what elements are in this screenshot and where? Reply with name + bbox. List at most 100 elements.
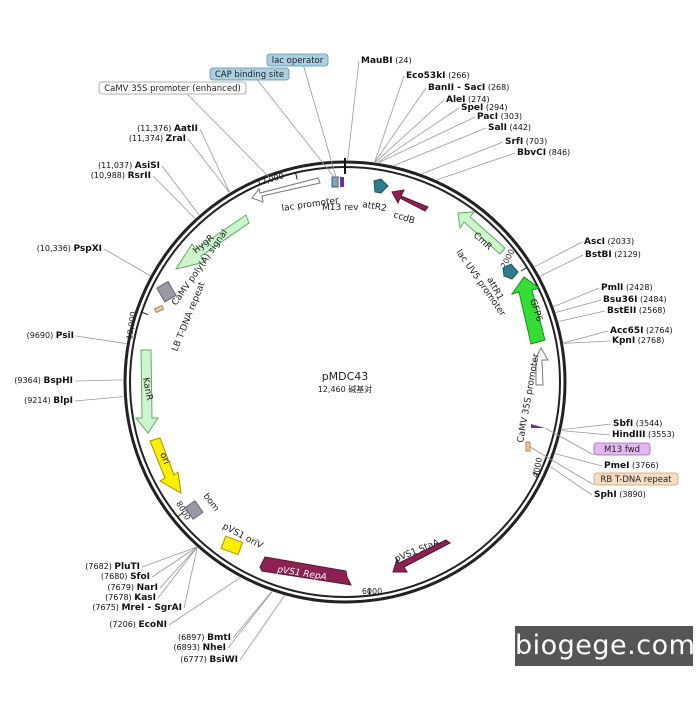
site-leader	[103, 248, 151, 276]
site-leader	[377, 107, 460, 163]
ruler-tick	[368, 588, 371, 596]
feature-callout-label: RB T-DNA repeat	[600, 475, 672, 485]
pvs1-staa-arrow	[392, 539, 451, 573]
site-label: (7675) MreI - SgrAI	[92, 603, 182, 613]
gfp-arrow	[510, 276, 546, 345]
feature-gfp: GFP6	[510, 276, 546, 345]
site-name: Bsu36I	[603, 295, 638, 305]
m13-rev-label: M13 rev	[322, 203, 359, 213]
site-leader	[561, 423, 612, 431]
feature-m13-fwd	[525, 424, 545, 452]
site-leader	[168, 577, 241, 626]
lb-tdna-mark	[153, 304, 165, 314]
site-label: (10,336) PspXI	[37, 244, 102, 254]
site-position: (3766)	[629, 461, 658, 470]
site-position: (7679)	[107, 583, 136, 592]
site-label: PmlI (2428)	[601, 283, 653, 293]
site-label: (11,376) AatII	[137, 124, 198, 134]
site-position: (9214)	[24, 396, 53, 405]
site-position: (7680)	[101, 572, 130, 581]
site-position: (11,374)	[129, 134, 166, 143]
site-leader	[232, 591, 273, 639]
site-label: MauBI (24)	[361, 56, 412, 66]
site-position: (3553)	[646, 430, 675, 439]
site-leader	[378, 116, 476, 163]
site-label: AleI (274)	[446, 95, 490, 105]
ccdb-label: ccdB	[392, 210, 416, 226]
feature-pvs1-staa: pVS1 StaA	[392, 538, 451, 573]
feature-cmr: CmR	[457, 211, 506, 255]
site-name: BbvCI	[517, 148, 546, 158]
site-position: (2764)	[644, 326, 673, 335]
camv35s-promoter-label: CaMV 35S promoter	[516, 352, 542, 443]
site-name: MreI - SgrAI	[121, 603, 182, 613]
site-leader	[199, 128, 230, 193]
plasmid-size: 12,460 碱基对	[318, 384, 373, 394]
site-position: (7682)	[85, 562, 114, 571]
ori-arrow	[149, 437, 182, 494]
site-position: (2484)	[638, 295, 667, 304]
site-label: BstEII (2568)	[607, 306, 666, 316]
site-position: (846)	[546, 148, 570, 157]
site-position: (2568)	[636, 306, 665, 315]
site-name: SfoI	[130, 572, 150, 582]
site-position: (24)	[393, 56, 412, 65]
site-position: (6777)	[180, 655, 209, 664]
bom-label: bom	[201, 492, 221, 514]
site-label: AscI (2033)	[584, 237, 634, 247]
site-leader	[374, 87, 427, 163]
watermark: biogege.com	[515, 626, 695, 666]
site-leader	[534, 241, 583, 268]
site-position: (11,037)	[98, 161, 135, 170]
site-leader	[183, 547, 198, 609]
feature-bom: bom	[184, 492, 221, 520]
feature-callout-box	[266, 53, 329, 67]
site-label: (10,988) RsrII	[91, 171, 151, 181]
ruler-tick-label: 10,000	[125, 311, 138, 340]
site-leader	[555, 299, 602, 313]
site-leader	[550, 466, 593, 496]
cmr-label: CmR	[471, 231, 494, 253]
site-name: AatII	[174, 124, 198, 134]
site-label: (6897) BmtI	[178, 633, 231, 643]
feature-callout-box	[593, 472, 679, 486]
site-leader	[347, 60, 360, 161]
feature-callout-leader	[186, 93, 271, 179]
ruler-tick	[520, 266, 528, 272]
site-position: (442)	[507, 123, 531, 132]
rb-tdna-mark	[525, 441, 531, 452]
site-leader	[74, 396, 124, 402]
site-leader	[157, 547, 198, 599]
site-position: (9690)	[27, 331, 56, 340]
site-name: Acc65I	[610, 326, 644, 336]
site-name: MauBI	[361, 56, 393, 66]
feature-attr2: attR2	[361, 178, 389, 214]
ruler-tick	[532, 471, 540, 476]
site-label: (7206) EcoNI	[109, 620, 167, 630]
site-label: PacI (303)	[477, 112, 522, 122]
site-position: (303)	[498, 112, 522, 121]
site-name: BsiWI	[209, 655, 238, 665]
site-label: (6777) BsiWI	[180, 655, 238, 665]
m13-fwd-mark	[531, 424, 545, 428]
site-label: (6893) NheI	[173, 643, 226, 653]
site-position: (2129)	[612, 250, 641, 259]
site-label: Eco53kI (266)	[406, 71, 470, 81]
site-label: SrfI (703)	[505, 137, 547, 147]
site-leader	[239, 595, 285, 661]
site-leader	[563, 340, 611, 344]
feature-kanr: KanR	[134, 349, 159, 434]
site-leader	[421, 141, 504, 175]
ccdb-arrow	[391, 189, 429, 212]
site-name: BanII - SacI	[428, 83, 485, 93]
site-name: PmeI	[604, 461, 629, 471]
site-label: (7678) KasI	[105, 593, 156, 603]
feature-pvs1-repa: pVS1 RepA	[259, 556, 352, 586]
site-name: BstEII	[607, 306, 636, 316]
site-leader	[227, 591, 273, 649]
site-label: SalI (442)	[488, 123, 531, 133]
site-position: (10,988)	[91, 171, 128, 180]
site-name: HindIII	[612, 430, 646, 440]
site-name: PmlI	[601, 283, 623, 293]
